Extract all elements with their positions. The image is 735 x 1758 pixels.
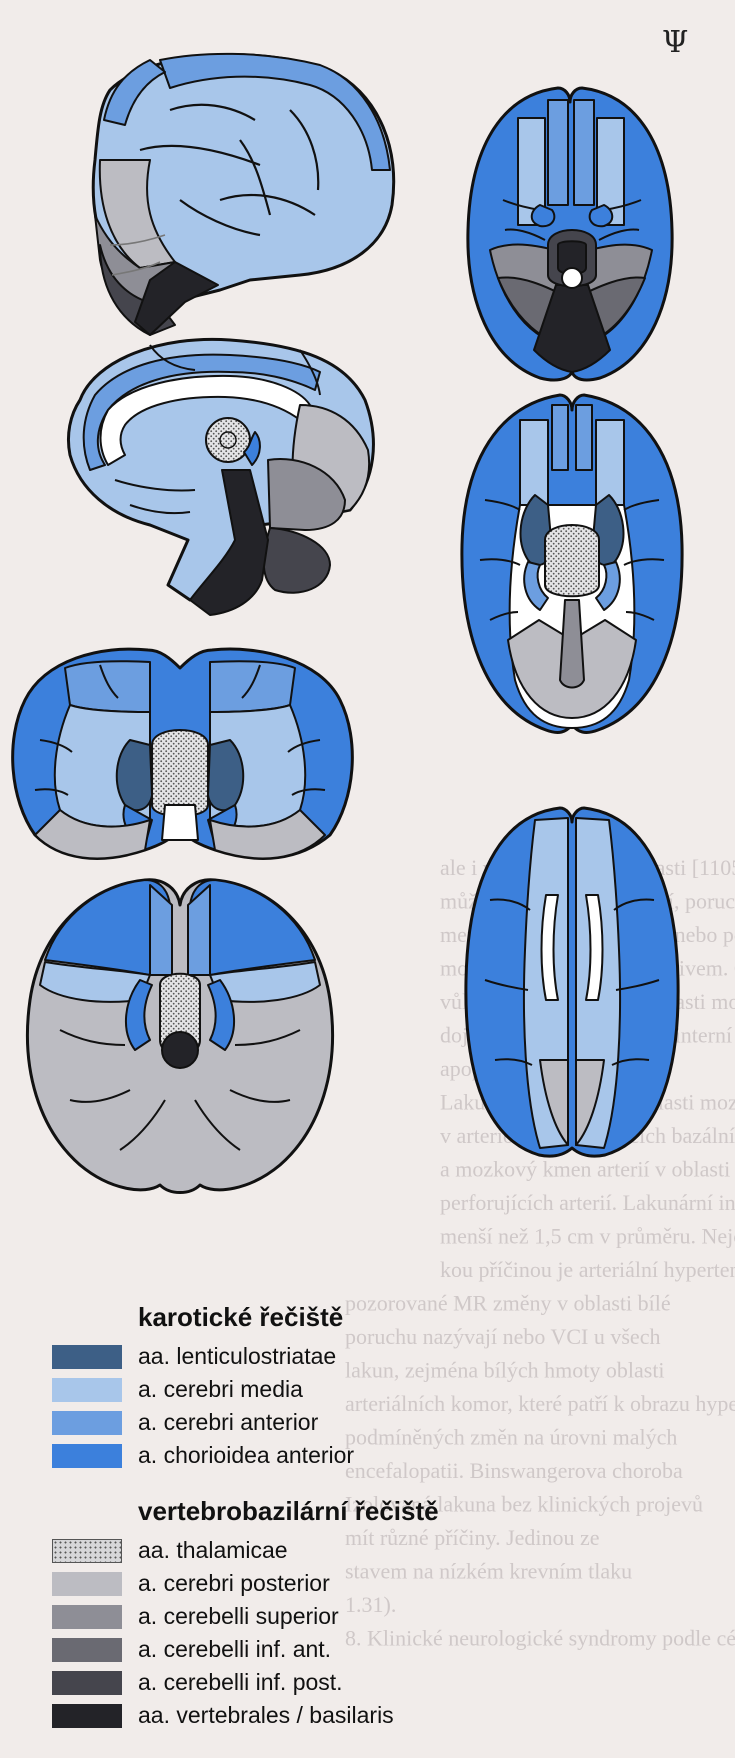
coronal-section-view — [13, 649, 353, 858]
background-text-line: menší než 1,5 cm v průměru. Nejčastější — [440, 1224, 735, 1249]
legend-label: aa. lenticulostriatae — [138, 1343, 336, 1370]
legend-swatch — [52, 1671, 122, 1695]
legend-label: a. chorioidea anterior — [138, 1442, 354, 1469]
legend-item-lenticulostriatae: aa. lenticulostriatae — [52, 1340, 612, 1373]
legend-swatch — [52, 1411, 122, 1435]
legend-item-cerebelli-superior: a. cerebelli superior — [52, 1600, 612, 1633]
legend-label: a. cerebelli superior — [138, 1603, 339, 1630]
legend-label: a. cerebelli inf. ant. — [138, 1636, 331, 1663]
legend-label: a. cerebri anterior — [138, 1409, 318, 1436]
background-text-line: perforujících arterií. Lakunární infarkt… — [440, 1190, 735, 1215]
legend-item-cerebri-posterior: a. cerebri posterior — [52, 1567, 612, 1600]
legend-label: a. cerebelli inf. post. — [138, 1669, 343, 1696]
legend-heading-carotid: karotické řečiště — [138, 1300, 612, 1334]
legend-swatch — [52, 1539, 122, 1563]
page-mark-symbol: Ψ — [662, 25, 688, 60]
legend-label: aa. vertebrales / basilaris — [138, 1702, 394, 1729]
legend-swatch — [52, 1345, 122, 1369]
legend-swatch — [52, 1605, 122, 1629]
medial-sagittal-view — [68, 339, 373, 615]
legend-label: a. cerebri posterior — [138, 1570, 330, 1597]
legend-item-cerebri-anterior: a. cerebri anterior — [52, 1406, 612, 1439]
background-text-line: a mozkový kmen arterií v oblasti hluboký… — [440, 1157, 735, 1182]
legend-item-cerebelli-inf-post: a. cerebelli inf. post. — [52, 1666, 612, 1699]
legend-item-cerebelli-inf-ant: a. cerebelli inf. ant. — [52, 1633, 612, 1666]
legend-heading-vertebrobasilar: vertebrobazilární řečiště — [138, 1494, 612, 1528]
legend-swatch — [52, 1638, 122, 1662]
legend-swatch — [52, 1378, 122, 1402]
lateral-brain-view — [93, 54, 393, 335]
legend-swatch — [52, 1444, 122, 1468]
basal-brain-view — [27, 880, 332, 1193]
legend-label: aa. thalamicae — [138, 1537, 288, 1564]
axial-mid-view — [462, 395, 682, 732]
legend-swatch — [52, 1704, 122, 1728]
axial-superior-view — [466, 808, 678, 1156]
legend-item-chorioidea-anterior: a. chorioidea anterior — [52, 1439, 612, 1472]
legend-label: a. cerebri media — [138, 1376, 303, 1403]
legend-item-vertebrales-basilaris: aa. vertebrales / basilaris — [52, 1699, 612, 1732]
legend-group-carotid: karotické řečiště aa. lenticulostriatae … — [52, 1300, 612, 1472]
legend-item-thalamicae: aa. thalamicae — [52, 1534, 612, 1567]
background-text-line: kou příčinou je arteriální hypertenze — [440, 1257, 735, 1282]
legend-item-cerebri-media: a. cerebri media — [52, 1373, 612, 1406]
legend-group-vertebrobasilar: vertebrobazilární řečiště aa. thalamicae… — [52, 1494, 612, 1732]
legend-swatch — [52, 1572, 122, 1596]
legend: karotické řečiště aa. lenticulostriatae … — [52, 1300, 612, 1732]
axial-inferior-view — [468, 88, 672, 380]
